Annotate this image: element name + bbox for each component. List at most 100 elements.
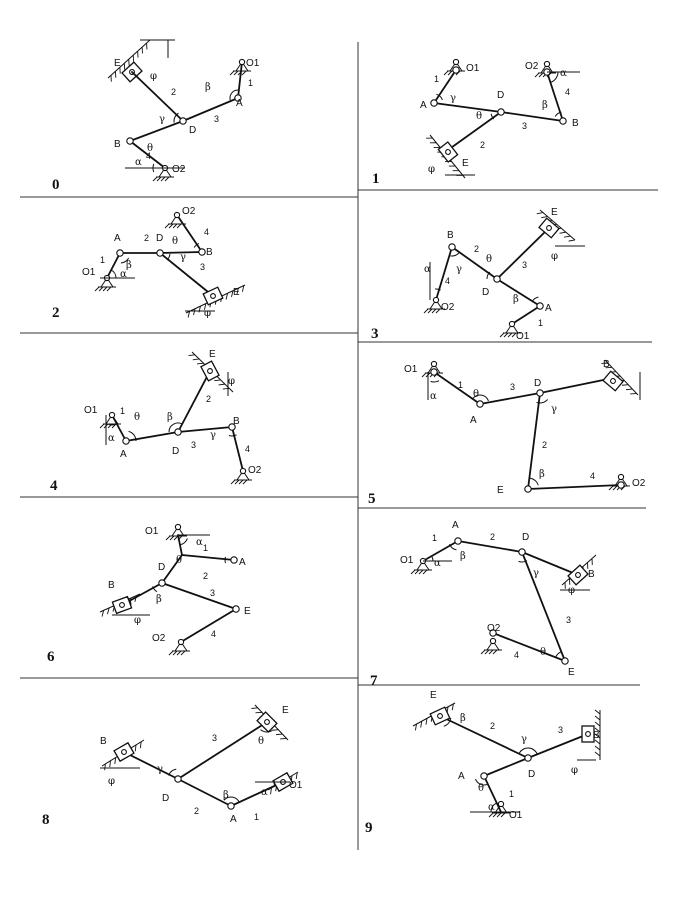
angle-arc [168,768,177,776]
link-number-label: 4 [590,471,595,481]
support-hatch [492,649,498,655]
support-hatch [238,479,244,485]
guide-hatch [192,358,200,361]
angle-label: γ [521,734,527,745]
support-hatch [484,649,490,655]
point-label: A [420,100,427,111]
joint-pin [497,108,505,116]
link-number-label: 3 [522,121,527,131]
point-label: O1 [509,810,523,821]
guide-hatch [188,354,195,357]
support-pin [177,638,185,646]
guide-hatch [594,751,601,757]
link-number-label: 3 [200,262,205,272]
angle-arc [152,586,158,593]
panel-number: 7 [370,673,378,689]
slider-block [200,360,220,382]
guide-hatch [197,362,204,365]
slider-pin [610,378,616,384]
angle-label: β [205,82,211,93]
guide-hatch [594,739,601,745]
angle-label: φ [150,71,157,82]
ground-support [480,637,502,655]
guide-hatch [187,311,191,318]
angle-label: β [542,100,548,111]
angle-label: α [196,537,203,548]
link-number-label: 3 [210,588,215,598]
angle-label: α [261,787,268,798]
point-label: B [593,730,600,741]
support-hatch [99,423,105,429]
support-pin [173,211,181,219]
link-bar [483,775,502,813]
slider-pin [585,731,591,737]
guide-hatch [139,741,142,749]
angle-label: φ [571,765,578,776]
link-bar [435,246,453,301]
slider-block [567,564,589,586]
link-bar [237,61,243,99]
point-label: O1 [466,63,480,74]
angle-arc [536,399,549,404]
slider-pin [121,749,127,755]
link-number-label: 1 [538,318,543,328]
slider-pin [437,713,443,719]
ground-support [230,467,252,485]
support-hatch [421,372,427,378]
support-pin [489,637,497,645]
guide-hatch [630,393,637,395]
angle-label: φ [551,251,558,262]
angle-label: θ [486,254,492,265]
link-number-label: 2 [474,244,479,254]
angle-label: γ [210,430,216,441]
angle-label: θ [134,412,140,423]
link-bar [492,632,566,662]
angle-arc [110,269,117,279]
joint-pin [493,275,501,283]
panel-number: 8 [42,812,50,828]
link-bar [159,251,203,254]
angle-label: θ [476,111,482,122]
support-hatch [234,479,240,485]
link-bar [161,582,237,610]
point-label: O2 [182,206,196,217]
link-bar [496,278,541,307]
point-label: A [230,814,237,825]
link-number-label: 3 [522,260,527,270]
panel-grid-lines [20,42,658,850]
guide-hatch [114,757,117,764]
angle-label: β [513,294,519,305]
point-label: E [233,287,240,298]
link-number-label: 1 [120,406,125,416]
guide-hatch [594,715,601,721]
angle-label: α [120,269,127,280]
link-number-label: 1 [458,380,463,390]
guide-hatch [101,610,105,617]
guide-hatch [414,724,417,731]
guide-line [604,359,639,396]
point-label: O2 [248,465,262,476]
angle-arc [554,111,562,117]
joint-pin [198,248,206,256]
link-bar [177,721,268,780]
link-number-label: 3 [212,733,217,743]
angle-label: φ [134,615,141,626]
link-number-label: 2 [203,571,208,581]
angle-label: α [108,433,115,444]
angle-arc [490,802,497,813]
point-label: B [588,569,595,580]
joint-pin [126,137,134,145]
support-hatch [173,535,179,541]
angle-label: β [460,551,466,562]
angle-arc [529,477,539,486]
support-hatch [233,70,239,76]
joint-pin [174,428,182,436]
link-number-label: 2 [171,87,176,97]
joint-pin [452,66,460,74]
slider-block [256,711,278,733]
angle-label: θ [540,647,546,658]
slider-block [437,141,459,163]
support-hatch [503,332,509,338]
angle-label: θ [172,236,178,247]
